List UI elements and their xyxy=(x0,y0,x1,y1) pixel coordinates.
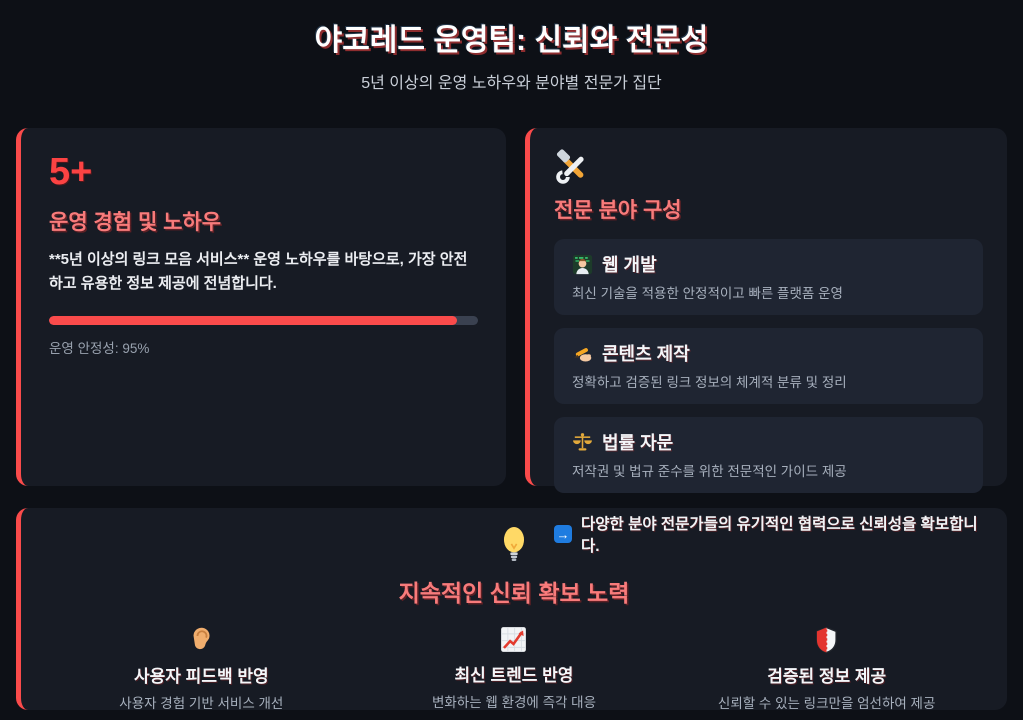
writing-hand-icon xyxy=(572,343,593,364)
expertise-note: → 다양한 분야 전문가들의 유기적인 협력으로 신뢰성을 확보합니다. xyxy=(554,512,983,556)
expertise-item-web-dev: 웹 개발 최신 기술을 적용한 안정적이고 빠른 플랫폼 운영 xyxy=(554,239,983,315)
expertise-item-title: 웹 개발 xyxy=(602,255,657,275)
trust-item-title: 사용자 피드백 반영 xyxy=(134,667,269,686)
stability-progress-track xyxy=(49,316,478,325)
expertise-card: 전문 분야 구성 웹 개발 최신 기술을 적용한 안정적이고 빠른 플 xyxy=(525,128,1007,555)
ear-icon xyxy=(189,627,213,650)
experience-description: **5년 이상의 링크 모음 서비스** 운영 노하우를 바탕으로, 가장 안전… xyxy=(49,251,468,292)
right-arrow-icon: → xyxy=(554,525,572,543)
expertise-note-text: 다양한 분야 전문가들의 유기적인 협력으로 신뢰성을 확보합니다. xyxy=(581,516,978,555)
page-header: 야코레드 운영팀: 신뢰와 전문성 5년 이상의 운영 노하우와 분야별 전문가… xyxy=(0,0,1023,93)
shield-icon xyxy=(815,626,838,654)
trust-item-trends: 최신 트렌드 반영 변화하는 웹 환경에 즉각 대응 xyxy=(358,626,671,712)
page-title: 야코레드 운영팀: 신뢰와 전문성 xyxy=(314,24,709,57)
light-bulb-icon xyxy=(501,527,527,562)
hammer-wrench-icon xyxy=(554,148,592,186)
trust-item-feedback: 사용자 피드백 반영 사용자 경험 기반 서비스 개선 xyxy=(45,626,358,712)
chart-increasing-icon xyxy=(500,627,527,652)
trust-heading: 지속적인 신뢰 확보 노력 xyxy=(398,580,630,606)
experience-card: 5+ 운영 경험 및 노하우 **5년 이상의 링크 모음 서비스** 운영 노… xyxy=(16,128,506,486)
expertise-item-description: 저작권 및 법규 준수를 위한 전문적인 가이드 제공 xyxy=(572,464,847,479)
technologist-icon xyxy=(572,254,593,275)
expertise-item-legal: 법률 자문 저작권 및 법규 준수를 위한 전문적인 가이드 제공 xyxy=(554,417,983,493)
trust-item-description: 변화하는 웹 환경에 즉각 대응 xyxy=(431,695,597,710)
trust-item-description: 사용자 경험 기반 서비스 개선 xyxy=(119,696,284,711)
expertise-item-description: 정확하고 검증된 링크 정보의 체계적 분류 및 정리 xyxy=(572,375,847,390)
trust-card: 지속적인 신뢰 확보 노력 사용자 피드백 반영 사용자 경험 기반 서비스 개… xyxy=(16,508,1007,712)
trust-item-description: 신뢰할 수 있는 링크만을 엄선하여 제공 xyxy=(717,696,936,711)
stability-progress-label: 운영 안정성: 95% xyxy=(49,341,150,356)
expertise-item-title: 콘텐츠 제작 xyxy=(602,344,690,364)
experience-heading: 운영 경험 및 노하우 xyxy=(49,211,222,234)
expertise-heading: 전문 분야 구성 xyxy=(554,199,682,222)
experience-stat: 5+ xyxy=(49,151,93,193)
trust-item-title: 최신 트렌드 반영 xyxy=(454,666,574,685)
expertise-item-title: 법률 자문 xyxy=(602,433,674,453)
expertise-item-content: 콘텐츠 제작 정확하고 검증된 링크 정보의 체계적 분류 및 정리 xyxy=(554,328,983,404)
trust-item-verified: 검증된 정보 제공 신뢰할 수 있는 링크만을 엄선하여 제공 xyxy=(670,626,983,712)
stability-progress-fill xyxy=(49,316,457,325)
expertise-item-description: 최신 기술을 적용한 안정적이고 빠른 플랫폼 운영 xyxy=(572,286,843,301)
trust-item-title: 검증된 정보 제공 xyxy=(767,667,887,686)
top-cards-row: 5+ 운영 경험 및 노하우 **5년 이상의 링크 모음 서비스** 운영 노… xyxy=(16,128,1007,555)
trust-columns: 사용자 피드백 반영 사용자 경험 기반 서비스 개선 최신 트렌드 반영 변화… xyxy=(45,626,983,712)
balance-scale-icon xyxy=(572,432,593,453)
page-subtitle: 5년 이상의 운영 노하우와 분야별 전문가 집단 xyxy=(361,75,662,92)
